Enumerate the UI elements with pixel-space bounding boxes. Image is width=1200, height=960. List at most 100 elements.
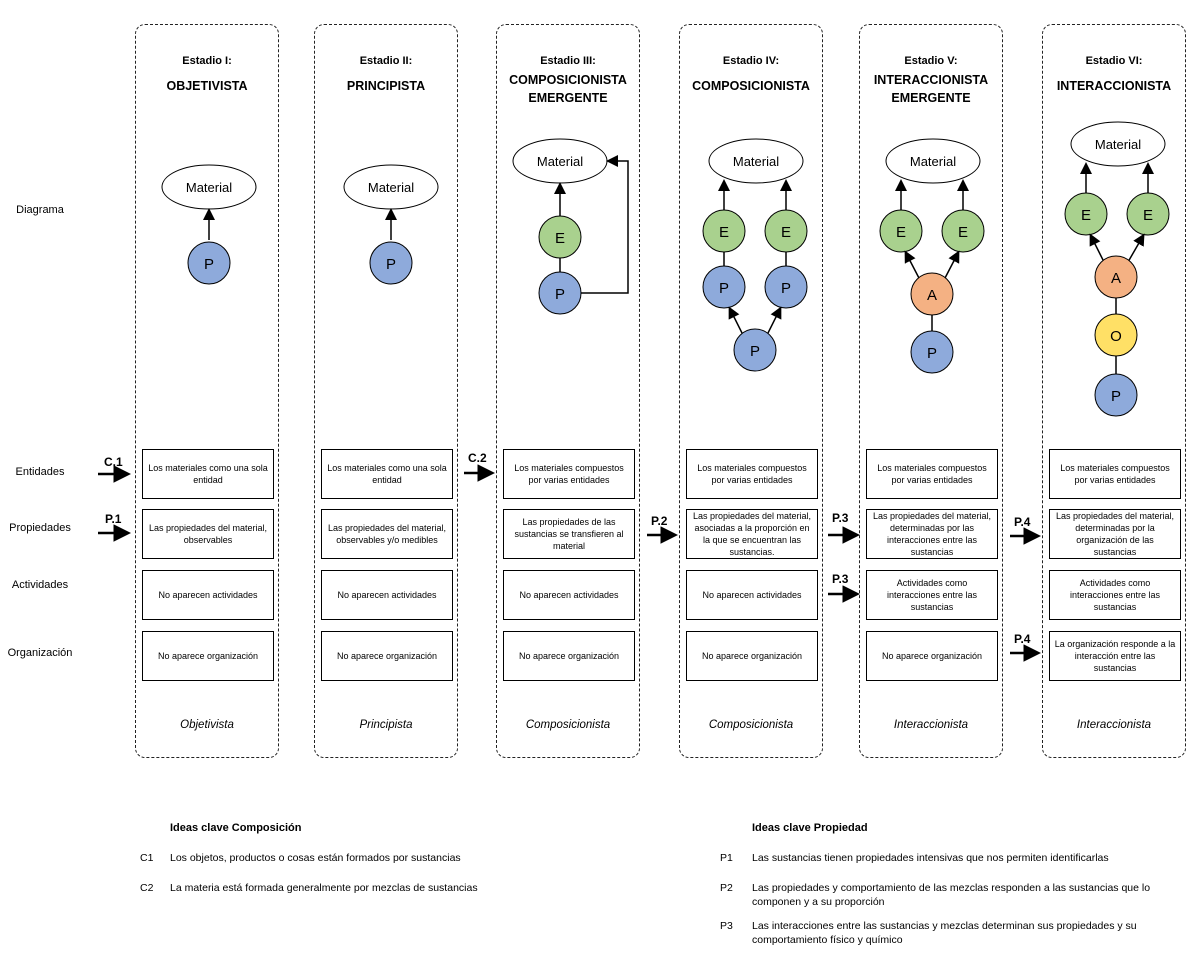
entities-cell: Los materiales compuestos por varias ent… — [503, 449, 635, 499]
a-node-label: A — [1111, 270, 1121, 287]
activities-cell: Actividades como interacciones entre las… — [1049, 570, 1181, 620]
e-node-label: E — [1081, 207, 1091, 224]
o-node: O — [1094, 313, 1138, 357]
key-code: P2 — [720, 882, 733, 894]
activities-cell: No aparecen actividades — [503, 570, 635, 620]
p-node: P — [910, 330, 954, 374]
stage-footer: Principista — [359, 719, 413, 731]
a-node: A — [910, 272, 954, 316]
e-node: E — [764, 209, 808, 253]
a-node-label: A — [927, 287, 937, 304]
material-node: Material — [708, 138, 804, 184]
entities-cell: Los materiales compuestos por varias ent… — [866, 449, 998, 499]
entities-cell: Los materiales compuestos por varias ent… — [686, 449, 818, 499]
material-node-label: Material — [733, 154, 779, 169]
stage-name: OBJETIVISTA — [166, 79, 248, 93]
edge-arrow — [1089, 233, 1105, 263]
organization-cell: No aparece organización — [866, 631, 998, 681]
a-node: A — [1094, 255, 1138, 299]
material-node-label: Material — [368, 180, 414, 195]
p-node-label: P — [781, 280, 791, 297]
arrow-label-c2: C.2 — [468, 451, 487, 465]
material-node: Material — [885, 138, 981, 184]
p-node: P — [764, 265, 808, 309]
row-label-activities: Actividades — [11, 579, 69, 591]
stage-name: COMPOSICIONISTA — [692, 79, 810, 93]
row-label-properties: Propiedades — [9, 522, 71, 534]
e-node: E — [941, 209, 985, 253]
p-node: P — [187, 241, 231, 285]
stage-column-5: Estadio V: INTERACCIONISTA EMERGENTE Mat… — [859, 24, 1003, 758]
stage-diagram: Material E E P P P — [702, 138, 808, 372]
material-node: Material — [343, 164, 439, 210]
material-node: Material — [512, 138, 608, 184]
entities-cell: Los materiales compuestos por varias ent… — [1049, 449, 1181, 499]
key-code: C1 — [140, 852, 154, 864]
stage-name: INTERACCIONISTA EMERGENTE — [873, 73, 989, 105]
p-node: P — [538, 271, 582, 315]
e-node: E — [879, 209, 923, 253]
p-node: P — [369, 241, 413, 285]
p-node-label: P — [386, 256, 396, 273]
key-text: Las interacciones entre las sustancias y… — [752, 920, 1137, 946]
activities-cell: No aparecen actividades — [321, 570, 453, 620]
arrow-label-c1: C.1 — [104, 455, 123, 469]
material-node: Material — [161, 164, 257, 210]
p-node: P — [733, 328, 777, 372]
p-node-label: P — [719, 280, 729, 297]
stage-diagram: Material P — [343, 164, 439, 285]
e-node: E — [1126, 192, 1170, 236]
activities-cell: Actividades como interacciones entre las… — [866, 570, 998, 620]
e-node-label: E — [958, 224, 968, 241]
e-node-label: E — [555, 230, 565, 247]
feedback-arrow — [581, 155, 629, 294]
e-node-label: E — [1143, 207, 1153, 224]
stage-label: Estadio V: — [904, 55, 958, 67]
stage-footer: Composicionista — [525, 719, 611, 731]
edge-arrow — [904, 250, 921, 281]
properties-cell: Las propiedades del material, asociadas … — [686, 509, 818, 559]
row-label-diagram: Diagrama — [16, 204, 64, 216]
stage-label: Estadio III: — [540, 55, 596, 67]
e-node: E — [538, 215, 582, 259]
stage-diagram: Material P — [161, 164, 257, 285]
key-composition-title: Ideas clave Composición — [170, 822, 302, 834]
p-node-label: P — [555, 286, 565, 303]
row-label-organization: Organización — [7, 647, 73, 659]
organization-cell: No aparece organización — [321, 631, 453, 681]
material-node: Material — [1070, 121, 1166, 167]
key-property-title: Ideas clave Propiedad — [752, 822, 868, 834]
e-node-label: E — [781, 224, 791, 241]
o-node-label: O — [1110, 328, 1122, 345]
row-label-entities: Entidades — [15, 466, 65, 478]
entities-cell: Los materiales como una sola entidad — [321, 449, 453, 499]
e-node: E — [1064, 192, 1108, 236]
key-text: La materia está formada generalmente por… — [170, 882, 478, 894]
e-node-label: E — [719, 224, 729, 241]
p-node-label: P — [1111, 388, 1121, 405]
edge-arrow — [728, 306, 745, 338]
entities-cell: Los materiales como una sola entidad — [142, 449, 274, 499]
e-node: E — [702, 209, 746, 253]
activities-cell: No aparecen actividades — [686, 570, 818, 620]
arrow-label-p4a: P.4 — [1014, 515, 1031, 529]
material-node-label: Material — [1095, 137, 1141, 152]
stage-footer: Objetivista — [180, 719, 234, 731]
stage-label: Estadio VI: — [1085, 55, 1143, 67]
stage-column-2: Estadio II: PRINCIPISTA Material P Los m… — [314, 24, 458, 758]
activities-cell: No aparecen actividades — [142, 570, 274, 620]
stage-name: INTERACCIONISTA — [1056, 79, 1172, 93]
organization-cell: La organización responde a la interacció… — [1049, 631, 1181, 681]
arrow-label-p3a: P.3 — [832, 511, 849, 525]
stage-column-4: Estadio IV: COMPOSICIONISTA Material E E… — [679, 24, 823, 758]
p-node-label: P — [927, 345, 937, 362]
p-node: P — [1094, 373, 1138, 417]
stage-label: Estadio IV: — [722, 55, 780, 67]
properties-cell: Las propiedades de las sustancias se tra… — [503, 509, 635, 559]
p-node: P — [702, 265, 746, 309]
arrow-label-p3b: P.3 — [832, 572, 849, 586]
material-node-label: Material — [910, 154, 956, 169]
p-node-label: P — [204, 256, 214, 273]
stage-diagram: Material E E A P — [879, 138, 985, 374]
stage-footer: Interaccionista — [1076, 719, 1152, 731]
